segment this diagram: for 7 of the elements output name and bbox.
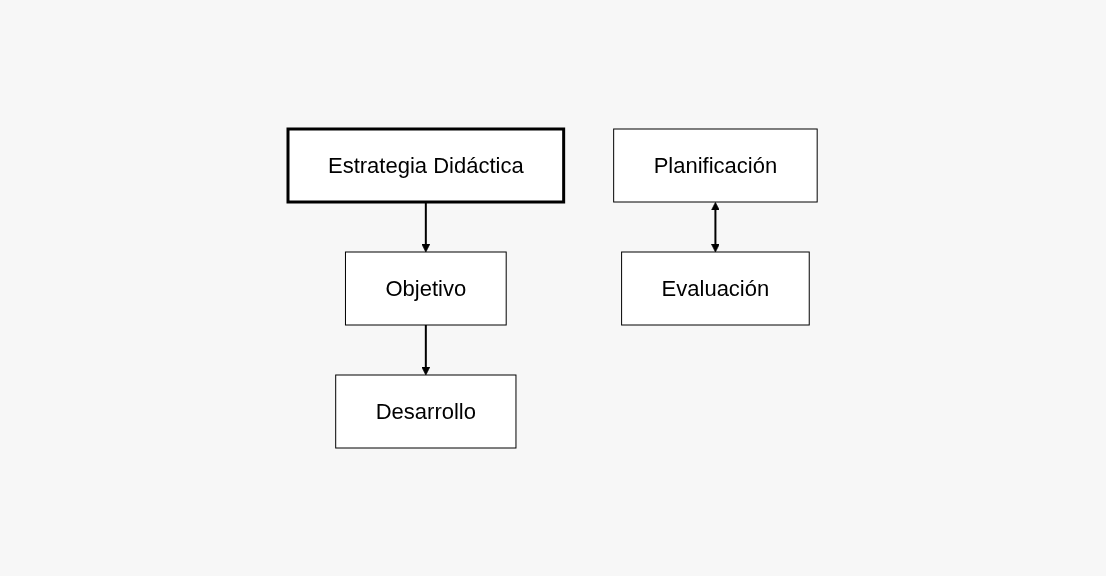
node-box: Planificación	[613, 128, 819, 202]
arrow	[421, 323, 431, 375]
node-box: Objetivo	[345, 251, 508, 325]
node-box: Desarrollo	[335, 374, 517, 448]
arrow	[711, 201, 721, 252]
node-box: Evaluación	[621, 251, 811, 325]
node-box: Estrategia Didáctica	[286, 127, 566, 203]
